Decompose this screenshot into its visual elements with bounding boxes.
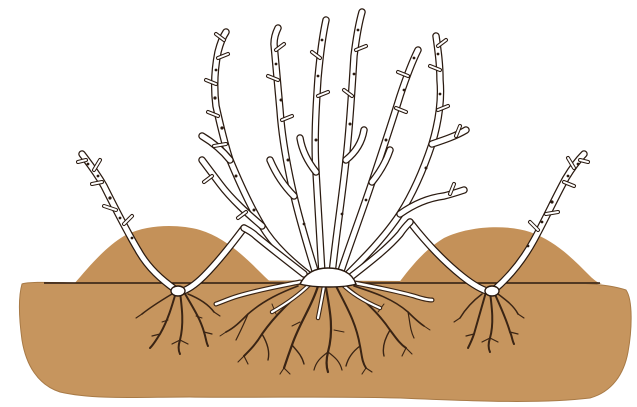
left-mound bbox=[74, 226, 274, 284]
soil-bed bbox=[19, 281, 631, 401]
right-mound bbox=[398, 227, 602, 284]
